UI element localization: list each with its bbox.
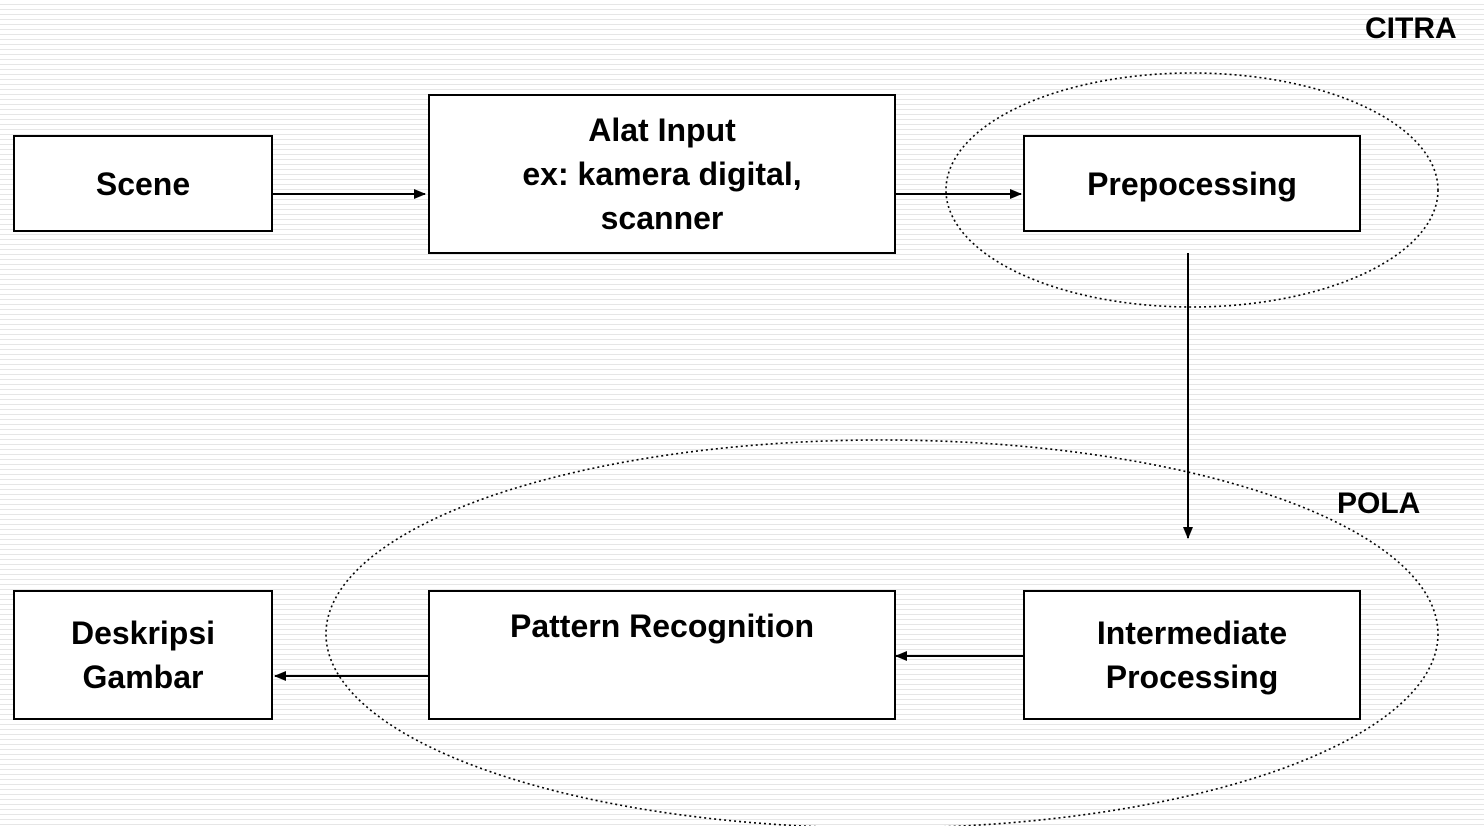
- preprocessing-label-line-1: Prepocessing: [1087, 165, 1297, 202]
- pattern-recognition-label-line-1: Pattern Recognition: [509, 608, 814, 644]
- image-description-label-line-2: Gambar: [82, 659, 204, 695]
- input-device-node: Alat Input ex: kamera digital, scanner: [428, 94, 896, 254]
- pattern-recognition-node: Pattern Recognition: [428, 590, 896, 720]
- citra-group-label: CITRA: [1365, 12, 1457, 45]
- pola-group-ellipse: [325, 439, 1439, 826]
- preprocessing-node: Prepocessing: [1023, 135, 1361, 232]
- input-device-label-line-2: ex: kamera digital,: [522, 156, 802, 192]
- image-description-label-line-1: Deskripsi: [70, 615, 216, 651]
- intermediate-processing-label-line-2: Processing: [1105, 659, 1279, 695]
- input-device-label-line-1: Alat Input: [588, 112, 736, 148]
- intermediate-processing-label-line-1: Intermediate: [1096, 615, 1288, 651]
- scene-node: Scene: [13, 135, 273, 232]
- input-device-label-line-3: scanner: [600, 200, 724, 236]
- scene-label-line-1: Scene: [95, 165, 191, 202]
- pola-group-label: POLA: [1337, 487, 1421, 520]
- citra-group-ellipse: [945, 72, 1439, 308]
